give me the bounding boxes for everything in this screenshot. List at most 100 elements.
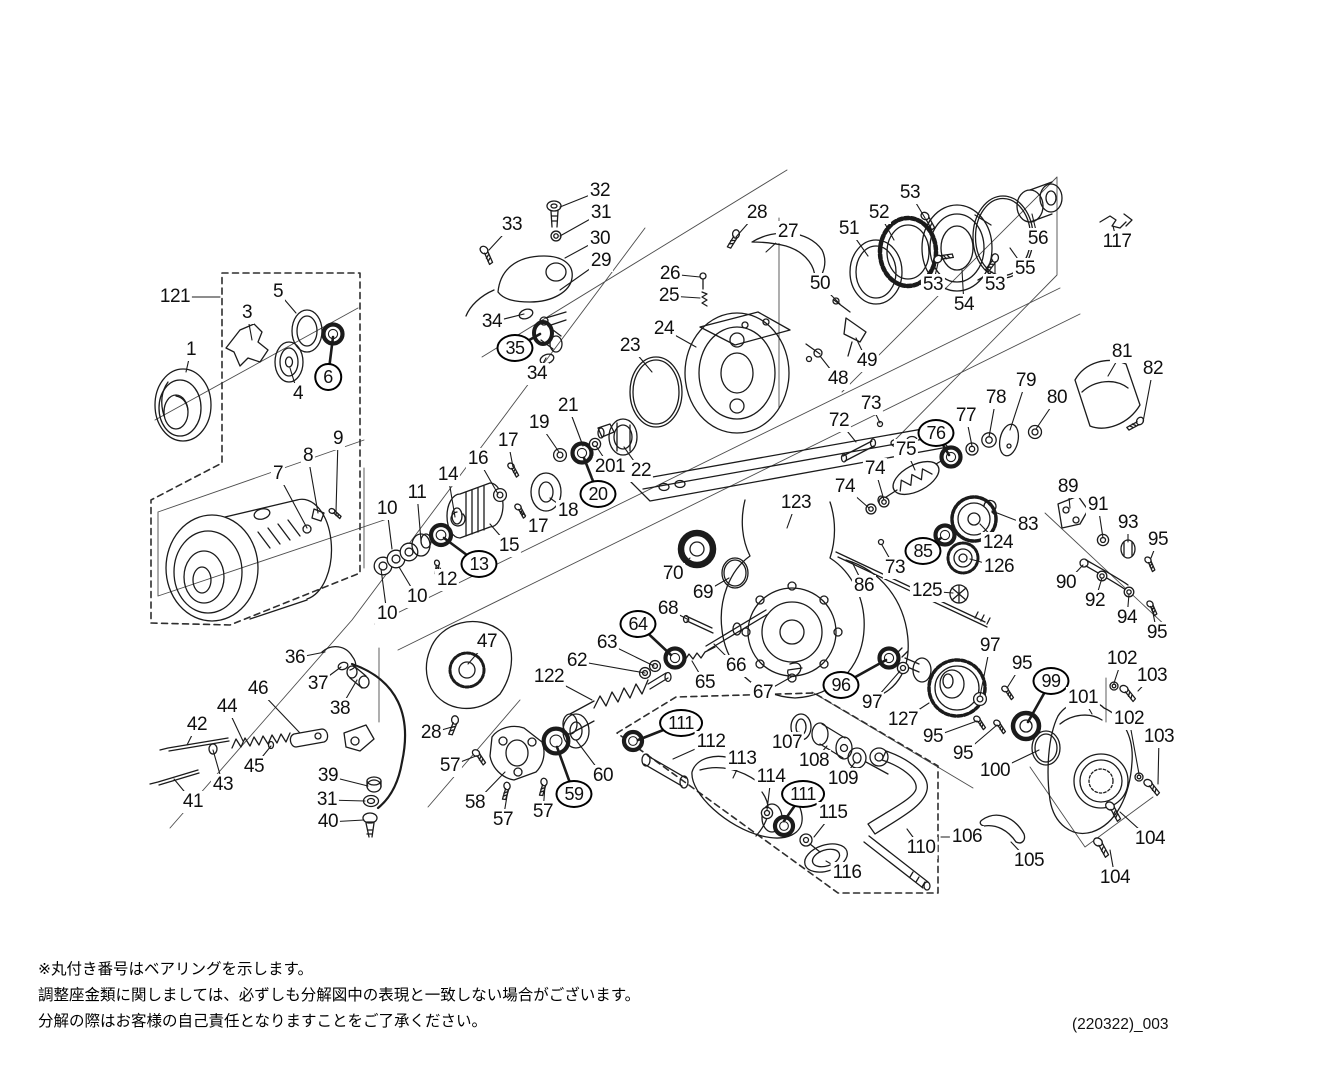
part-label-25: 25: [656, 285, 682, 307]
part-label-52: 52: [866, 202, 892, 224]
part-label-10: 10: [404, 586, 430, 608]
part-label-53: 53: [920, 274, 946, 296]
part-label-19: 19: [526, 412, 552, 434]
body-group: [630, 428, 948, 698]
part-label-103: 103: [1141, 726, 1177, 748]
part-label-15: 15: [496, 535, 522, 557]
part-label-73: 73: [882, 557, 908, 579]
part-label-114: 114: [754, 766, 788, 788]
part-label-41: 41: [180, 791, 206, 813]
part-label-28: 28: [418, 722, 444, 744]
part-label-102: 102: [1111, 708, 1147, 730]
part-label-117: 117: [1100, 231, 1134, 253]
part-label-104: 104: [1097, 867, 1133, 889]
bail-arm-group: [466, 201, 572, 366]
part-label-43: 43: [210, 774, 236, 796]
part-label-56: 56: [1025, 228, 1051, 250]
part-label-3: 3: [239, 302, 255, 324]
part-label-26: 26: [657, 263, 683, 285]
part-label-11: 11: [405, 482, 429, 504]
part-label-73: 73: [858, 393, 884, 415]
part-label-83: 83: [1015, 514, 1041, 536]
part-label-57: 57: [437, 755, 463, 777]
part-label-38: 38: [327, 698, 353, 720]
part-label-24: 24: [651, 318, 677, 340]
part-label-123: 123: [778, 492, 814, 514]
dashed-group-boxes: [151, 273, 938, 893]
part-label-44: 44: [214, 696, 240, 718]
part-label-50: 50: [807, 273, 833, 295]
part-label-125: 125: [909, 580, 945, 602]
part-label-126: 126: [981, 556, 1017, 578]
part-label-95: 95: [920, 726, 946, 748]
part-label-51: 51: [836, 218, 862, 240]
part-label-68: 68: [655, 598, 681, 620]
part-label-17: 17: [495, 430, 521, 452]
side-cover-group: [980, 681, 1164, 859]
part-label-60: 60: [590, 765, 616, 787]
part-label-109: 109: [825, 768, 861, 790]
footnotes: ※丸付き番号はベアリングを示します。 調整座金類に関しましては、必ずしも分解図中…: [38, 956, 640, 1034]
worm-shaft-group: [468, 610, 802, 801]
part-label-82: 82: [1140, 358, 1166, 380]
part-label-63: 63: [594, 632, 620, 654]
part-label-95: 95: [950, 743, 976, 765]
part-label-85-bearing: 85: [904, 537, 942, 565]
part-label-74: 74: [832, 476, 858, 498]
part-label-32: 32: [587, 180, 613, 202]
footnote-bearing: ※丸付き番号はベアリングを示します。: [38, 960, 313, 978]
part-label-65: 65: [692, 672, 718, 694]
part-label-110: 110: [904, 837, 938, 859]
part-label-54: 54: [951, 294, 977, 316]
part-label-72: 72: [826, 410, 852, 432]
part-label-1: 1: [183, 339, 199, 361]
part-label-53: 53: [897, 182, 923, 204]
part-label-113: 113: [725, 748, 759, 770]
part-label-59-bearing: 59: [555, 780, 593, 808]
part-label-89: 89: [1055, 476, 1081, 498]
rotor-cup-group: [150, 622, 512, 837]
part-label-78: 78: [983, 387, 1009, 409]
part-label-10: 10: [374, 603, 400, 625]
part-label-45: 45: [241, 756, 267, 778]
part-label-31: 31: [314, 789, 340, 811]
part-label-201: 201: [592, 456, 628, 478]
part-label-90: 90: [1053, 572, 1079, 594]
drive-gear-group: [836, 496, 1162, 765]
part-label-122: 122: [531, 666, 567, 688]
part-label-97: 97: [859, 692, 885, 714]
part-label-79: 79: [1013, 370, 1039, 392]
part-label-102: 102: [1104, 648, 1140, 670]
part-label-95: 95: [1145, 529, 1171, 551]
part-label-16: 16: [465, 448, 491, 470]
part-label-29: 29: [588, 250, 614, 272]
part-label-48: 48: [825, 368, 851, 390]
part-label-74: 74: [862, 458, 888, 480]
part-label-17: 17: [525, 516, 551, 538]
part-label-106: 106: [949, 826, 985, 848]
part-label-30: 30: [587, 228, 613, 250]
part-label-14: 14: [435, 464, 461, 486]
part-label-12: 12: [434, 569, 460, 591]
part-label-36: 36: [282, 647, 308, 669]
part-label-31: 31: [588, 202, 614, 224]
part-label-70: 70: [660, 563, 686, 585]
part-label-28: 28: [744, 202, 770, 224]
part-label-34: 34: [479, 311, 505, 333]
part-label-95: 95: [1009, 653, 1035, 675]
part-label-40: 40: [315, 811, 341, 833]
part-label-95: 95: [1144, 622, 1170, 644]
part-label-57: 57: [530, 801, 556, 823]
part-label-91: 91: [1085, 494, 1111, 516]
part-label-67: 67: [750, 682, 776, 704]
part-label-64-bearing: 64: [619, 610, 657, 638]
drag-knob-group: [155, 310, 343, 441]
part-label-93: 93: [1115, 512, 1141, 534]
part-label-103: 103: [1134, 665, 1170, 687]
part-label-76-bearing: 76: [917, 419, 955, 447]
part-label-101: 101: [1065, 687, 1101, 709]
spool-body-group: [166, 499, 343, 621]
